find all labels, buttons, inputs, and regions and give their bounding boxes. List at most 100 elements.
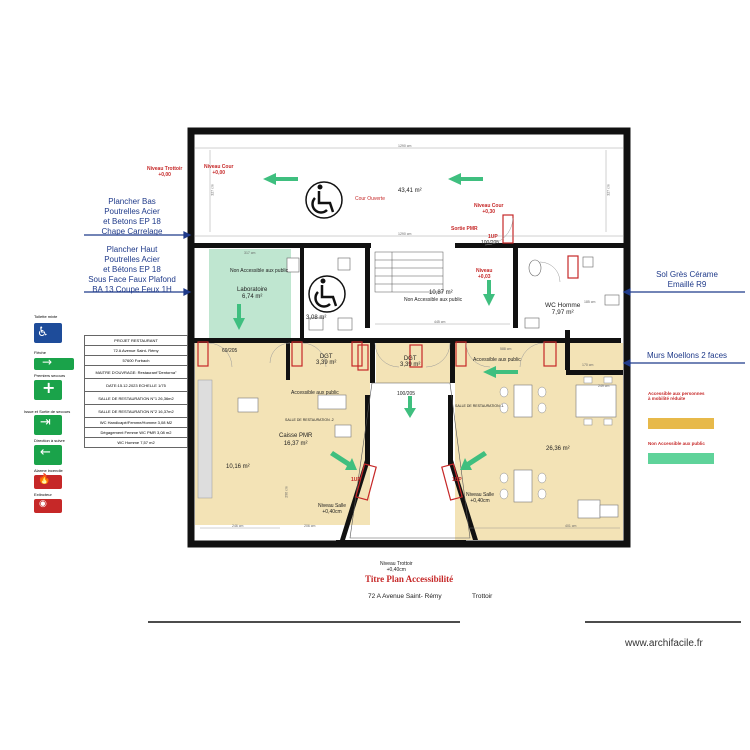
room-lab: Laboratoire 6,74 m² — [237, 287, 267, 301]
arrow-icon — [263, 173, 298, 185]
plancher-bas-line: Plancher Bas — [108, 197, 156, 206]
wall — [286, 338, 290, 380]
room-area: 10,16 m² — [226, 464, 250, 470]
wheelchair-icon — [308, 275, 346, 313]
doors — [197, 214, 579, 501]
room-area: 6,74 m² — [242, 294, 263, 300]
wall — [455, 243, 627, 248]
room-area: 26,36 m² — [546, 446, 570, 452]
sign-label: Flèche — [34, 350, 47, 355]
door — [409, 344, 423, 368]
door-label: 1UP — [488, 234, 498, 240]
door — [355, 463, 377, 501]
level-trottoir-bottom: Niveau Trottoir +0,40cm — [380, 561, 413, 573]
sol-line: Emaillé R9 — [667, 280, 707, 289]
wall — [566, 370, 623, 375]
chairs — [499, 376, 613, 500]
dimension-label: 317 cm — [244, 251, 256, 255]
legend-accessible-swatch — [648, 418, 714, 429]
legend-accessible-text: Accessible aux personnes à mobilité rédu… — [648, 391, 705, 401]
level-line: +0,30 — [482, 209, 496, 215]
accessible-label: Accessible aux public — [473, 357, 521, 363]
room-area: 7,97 m² — [551, 309, 574, 316]
info-cell: WC Handicapé/Femme/Homme 3,08 M2 — [84, 417, 188, 428]
plancher-haut-line: Sous Face Faux Plafond — [88, 275, 176, 284]
sign-label: Toilette mixte — [34, 314, 58, 319]
info-cell: MAITRE D'OUVRAGE: Restaurant"Dentorna" — [84, 365, 188, 379]
level-line: +0,40cm — [470, 498, 490, 504]
room-note: Non Accessible aux public — [404, 297, 463, 303]
salle-label: SALLE DE RESTAURATION -2 — [285, 418, 334, 422]
arrow-icon: → — [34, 355, 74, 370]
level-line: +0,03 — [477, 274, 491, 280]
wall — [336, 540, 466, 544]
level-salle-right: Niveau Salle +0,40cm — [466, 492, 494, 504]
sign-label: Issue et Sortie de secours — [24, 409, 71, 414]
info-cell: SALLE DE RESTAURATION N°2 16,37m2 — [84, 404, 188, 418]
info-cell: SALLE DE RESTAURATION N°1 26,36m2 — [84, 391, 188, 405]
entry-wall-left — [340, 460, 370, 540]
sign-label: Premiers secours — [34, 373, 66, 378]
door — [357, 344, 369, 371]
level-line: Niveau Salle — [466, 492, 495, 498]
door — [351, 341, 363, 367]
info-cell: PROJET RESTAURANT — [84, 335, 188, 346]
room-area: 3,08 m² — [306, 315, 327, 321]
door-label: 100/205 — [397, 391, 416, 397]
door — [502, 214, 514, 244]
dimension-label: 249 cm — [598, 384, 610, 388]
info-cell: 57600 Forbach — [84, 355, 188, 366]
level-line: +0,40cm — [386, 567, 406, 573]
dimension-label: 445 cm — [434, 320, 446, 324]
room-area: 3,39 m² — [316, 360, 337, 366]
salle-label: SALLE DE RESTAURATION -1 — [455, 404, 504, 408]
room-name: WC Homme — [545, 302, 581, 309]
plancher-bas-line: et Betons EP 18 — [103, 217, 161, 226]
door — [455, 341, 467, 367]
dgt2-floor — [376, 343, 456, 383]
room-dgt: DGT 3,39 m² — [400, 356, 420, 368]
door — [441, 463, 463, 501]
plancher-bas-label: Plancher Bas Poutrelles Acier et Betons … — [82, 197, 182, 237]
entry-wall-right — [448, 460, 478, 540]
arrow-icon — [330, 451, 357, 470]
door-label: 1UP — [452, 477, 462, 483]
salle-2-floor — [195, 343, 370, 525]
tables — [237, 384, 619, 519]
laboratory-area — [209, 249, 291, 341]
level-line: +0,40cm — [322, 509, 342, 515]
level-cour-left: Niveau Cour +0,00 — [204, 164, 233, 176]
wheelchair-icon — [305, 181, 343, 219]
dimension-label: 206 cm — [304, 524, 316, 528]
trottoir-label: Trottoir — [472, 593, 493, 600]
info-cell: DATE:15.12.2023 ECHELLE 1/75 — [84, 378, 188, 392]
door — [567, 255, 579, 279]
sol-label: Sol Grès Cérame Emaillé R9 — [632, 270, 742, 290]
wall — [191, 243, 371, 248]
legend-line: Accessible aux personnes — [648, 391, 705, 396]
level-mid: Niveau +0,03 — [476, 268, 492, 280]
level-line: Niveau Cour — [474, 203, 504, 209]
room-name: DGT — [403, 356, 417, 362]
dimension-label: 327 cm — [210, 184, 215, 196]
sol-line: Sol Grès Cérame — [656, 270, 718, 279]
plancher-haut-label: Plancher Haut Poutrelles Acier et Bétons… — [82, 245, 182, 295]
courtyard-area — [195, 135, 623, 243]
level-line: Niveau Salle — [318, 503, 347, 509]
direction-arrows — [233, 173, 518, 470]
room-name: DGT — [319, 354, 333, 360]
pointer-arrows — [84, 231, 745, 367]
dimension-label: 588 cm — [500, 347, 512, 351]
wall — [450, 338, 455, 383]
level-line: +0,00 — [158, 172, 171, 178]
plancher-haut-line: et Bétons EP 18 — [103, 265, 161, 274]
wall — [513, 248, 518, 328]
room-note: Non Accessible aux public — [230, 268, 289, 274]
legend-line: à mobilité réduite — [648, 396, 686, 401]
wall — [365, 395, 370, 465]
emergency-exit-icon: ⇥ — [34, 415, 62, 435]
fixtures — [286, 256, 620, 331]
door-label: 1UP — [351, 477, 361, 483]
fire-alarm-icon: 🔥 — [34, 474, 62, 489]
